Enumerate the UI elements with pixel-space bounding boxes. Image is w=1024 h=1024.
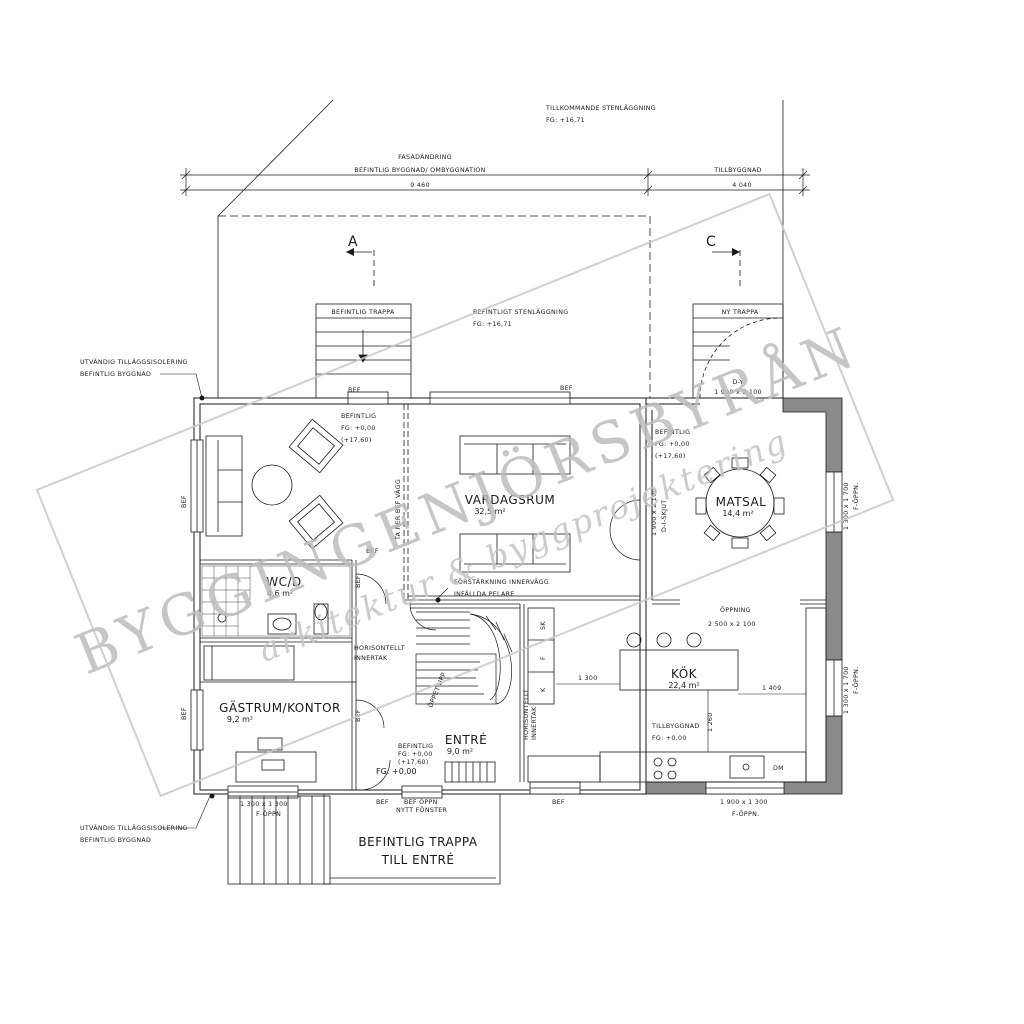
- note-fg-entre: FG: +0,00: [376, 767, 417, 776]
- leader-lines: [160, 373, 449, 829]
- note-fg-3: FG: +0,00: [398, 751, 433, 758]
- note-stone-new-fg: FG: +16,71: [546, 117, 585, 124]
- note-infallda: INFÄLLDA PELARE: [454, 589, 515, 598]
- note-level-1: (+17,60): [341, 437, 372, 444]
- note-insulation-1b: BEFINTLIG BYGGNAD: [80, 371, 151, 378]
- door-dy-size: 1 900 x 2 100: [714, 389, 762, 396]
- room-entre: ENTRÉ: [445, 732, 487, 747]
- bef-bottom-window: BEF: [552, 799, 565, 806]
- note-horisontell-1: HORISONTELLT: [354, 645, 405, 652]
- note-oppet-upp: ÖPPET UPP: [426, 671, 448, 709]
- fopp-size-1: 1 300 x 1 300: [240, 801, 288, 808]
- fopp-label-4: F-ÖPPN.: [851, 667, 860, 694]
- site-outline: [217, 99, 784, 399]
- bef-top-window: BEF: [560, 385, 573, 392]
- fopp-size-3: 1 300 x 1 700: [843, 482, 850, 530]
- note-insulation-1: UTVÄNDIG TILLÄGGSISOLERING: [80, 357, 188, 366]
- section-c-label: C: [706, 234, 716, 250]
- room-entre-area: 9,0 m²: [447, 747, 473, 756]
- fopp-size-4: 1 300 x 1 700: [843, 666, 850, 714]
- note-insulation-2b: BEFINTLIG BYGGNAD: [80, 837, 151, 844]
- room-kok-area: 22,4 m²: [668, 681, 699, 690]
- dim-existing-value: 9 460: [410, 182, 430, 189]
- section-marker-a: A: [346, 234, 372, 256]
- note-oppning-size: 2 500 x 2 100: [708, 621, 756, 628]
- note-stone-new: TILLKOMMANDE STENLÄGGNING: [545, 103, 656, 112]
- note-befintlig-2: BEFINTLIG: [655, 429, 690, 436]
- note-ta-ner: TA NER BEF VÄGG: [393, 479, 402, 541]
- doors: [355, 499, 641, 791]
- note-befintlig-3: BEFINTLIG: [398, 743, 433, 750]
- note-horisontell-2: HORISONTELLT: [523, 689, 530, 740]
- label-dm: DM: [773, 765, 784, 772]
- room-gastrum: GÄSTRUM/KONTOR: [219, 700, 341, 715]
- room-vardagsrum: VARDAGSRUM: [465, 493, 555, 507]
- dim-existing-label: BEFINTLIG BYGGNAD/ OMBYGGNATION: [354, 167, 485, 174]
- room-wcd-area: 4,6 m²: [267, 589, 293, 598]
- room-wcd: WC/D: [266, 575, 302, 589]
- stair-entry-label-2: TILL ENTRÉ: [381, 852, 455, 867]
- note-oppning: ÖPPNING: [720, 605, 751, 614]
- door-dy-label: D-Y: [732, 379, 743, 386]
- dim-1300: 1 300: [578, 675, 598, 682]
- note-insulation-2: UTVÄNDIG TILLÄGGSISOLERING: [80, 823, 188, 832]
- note-tillbyggnad: TILLBYGGNAD: [651, 723, 699, 730]
- note-forstarkning: FÖRSTÄRKNING INNERVÄGG: [454, 577, 549, 586]
- stair-entry-bottom: [227, 794, 501, 885]
- kitchen-dimensions: [556, 683, 806, 752]
- note-level-2: (+17,60): [655, 453, 686, 460]
- staircase-entry: [415, 611, 513, 705]
- windows: [190, 391, 843, 799]
- stair-entry-label-1: BEFINTLIG TRAPPA: [358, 835, 477, 849]
- dim-extension-value: 4 040: [732, 182, 752, 189]
- note-stone-old-fg: FG: +16,71: [473, 321, 512, 328]
- dimension-lines: [180, 168, 810, 196]
- bef-oppn: BEF ÖPPN: [404, 797, 438, 806]
- fopp-label-1: F-ÖPPN: [256, 809, 281, 818]
- fopp-label-2: F-ÖPPN.: [732, 809, 759, 818]
- furniture: [201, 418, 827, 783]
- kitchen-k: K: [540, 687, 547, 692]
- fopp-label-3: F-ÖPPN.: [851, 483, 860, 510]
- section-a-label: A: [348, 234, 358, 250]
- bef-wc-door: BEF: [355, 575, 362, 588]
- kitchen-sk: SK: [540, 621, 547, 630]
- room-gastrum-area: 9,2 m²: [227, 715, 253, 724]
- note-skjut-size: 1 900 x 2 100: [651, 488, 658, 536]
- kitchen-f: F: [540, 656, 547, 660]
- note-fg-1: FG: +0,00: [341, 425, 376, 432]
- bef-living-door: BEF: [366, 548, 379, 555]
- note-tillbyggnad-fg: FG: +0,00: [652, 735, 687, 742]
- dim-1260: 1 260: [707, 712, 714, 732]
- dim-1409: 1 409: [762, 685, 782, 692]
- note-level-3: (+17,60): [398, 759, 429, 766]
- stair-existing-top: [315, 303, 412, 399]
- note-fg-2: FG: +0,00: [655, 441, 690, 448]
- room-vardagsrum-area: 32,5 m²: [474, 507, 505, 516]
- note-skjut: D-I-SKJUT: [661, 500, 668, 532]
- dim-extension-label: TILLBYGGNAD: [713, 167, 761, 174]
- section-marker-c: C: [706, 234, 740, 256]
- note-innertak-2: INNERTAK: [531, 706, 538, 740]
- room-matsal-area: 14,4 m²: [722, 509, 753, 518]
- bef-left-window-2: BEF: [181, 707, 188, 720]
- bef-top-door: BEF: [348, 387, 361, 394]
- fopp-size-2: 1 900 x 1 300: [720, 799, 768, 806]
- dim-facade-label: FASADÄNDRING: [398, 152, 452, 161]
- note-stone-old: BEFINTLIGT STENLÄGGNING: [473, 307, 568, 316]
- interior-walls: [200, 404, 826, 790]
- room-matsal: MATSAL: [716, 495, 767, 509]
- stair-new-label: NY TRAPPA: [721, 309, 758, 316]
- nytt-fonster: NYTT FÖNSTER: [396, 805, 448, 814]
- note-befintlig-1: BEFINTLIG: [341, 413, 376, 420]
- bef-entry: BEF: [376, 799, 389, 806]
- note-innertak-1: INNERTAK: [354, 655, 388, 662]
- room-kok: KÖK: [671, 665, 698, 681]
- bef-left-window-1: BEF: [181, 495, 188, 508]
- stair-existing-label: BEFINTLIG TRAPPA: [331, 309, 395, 316]
